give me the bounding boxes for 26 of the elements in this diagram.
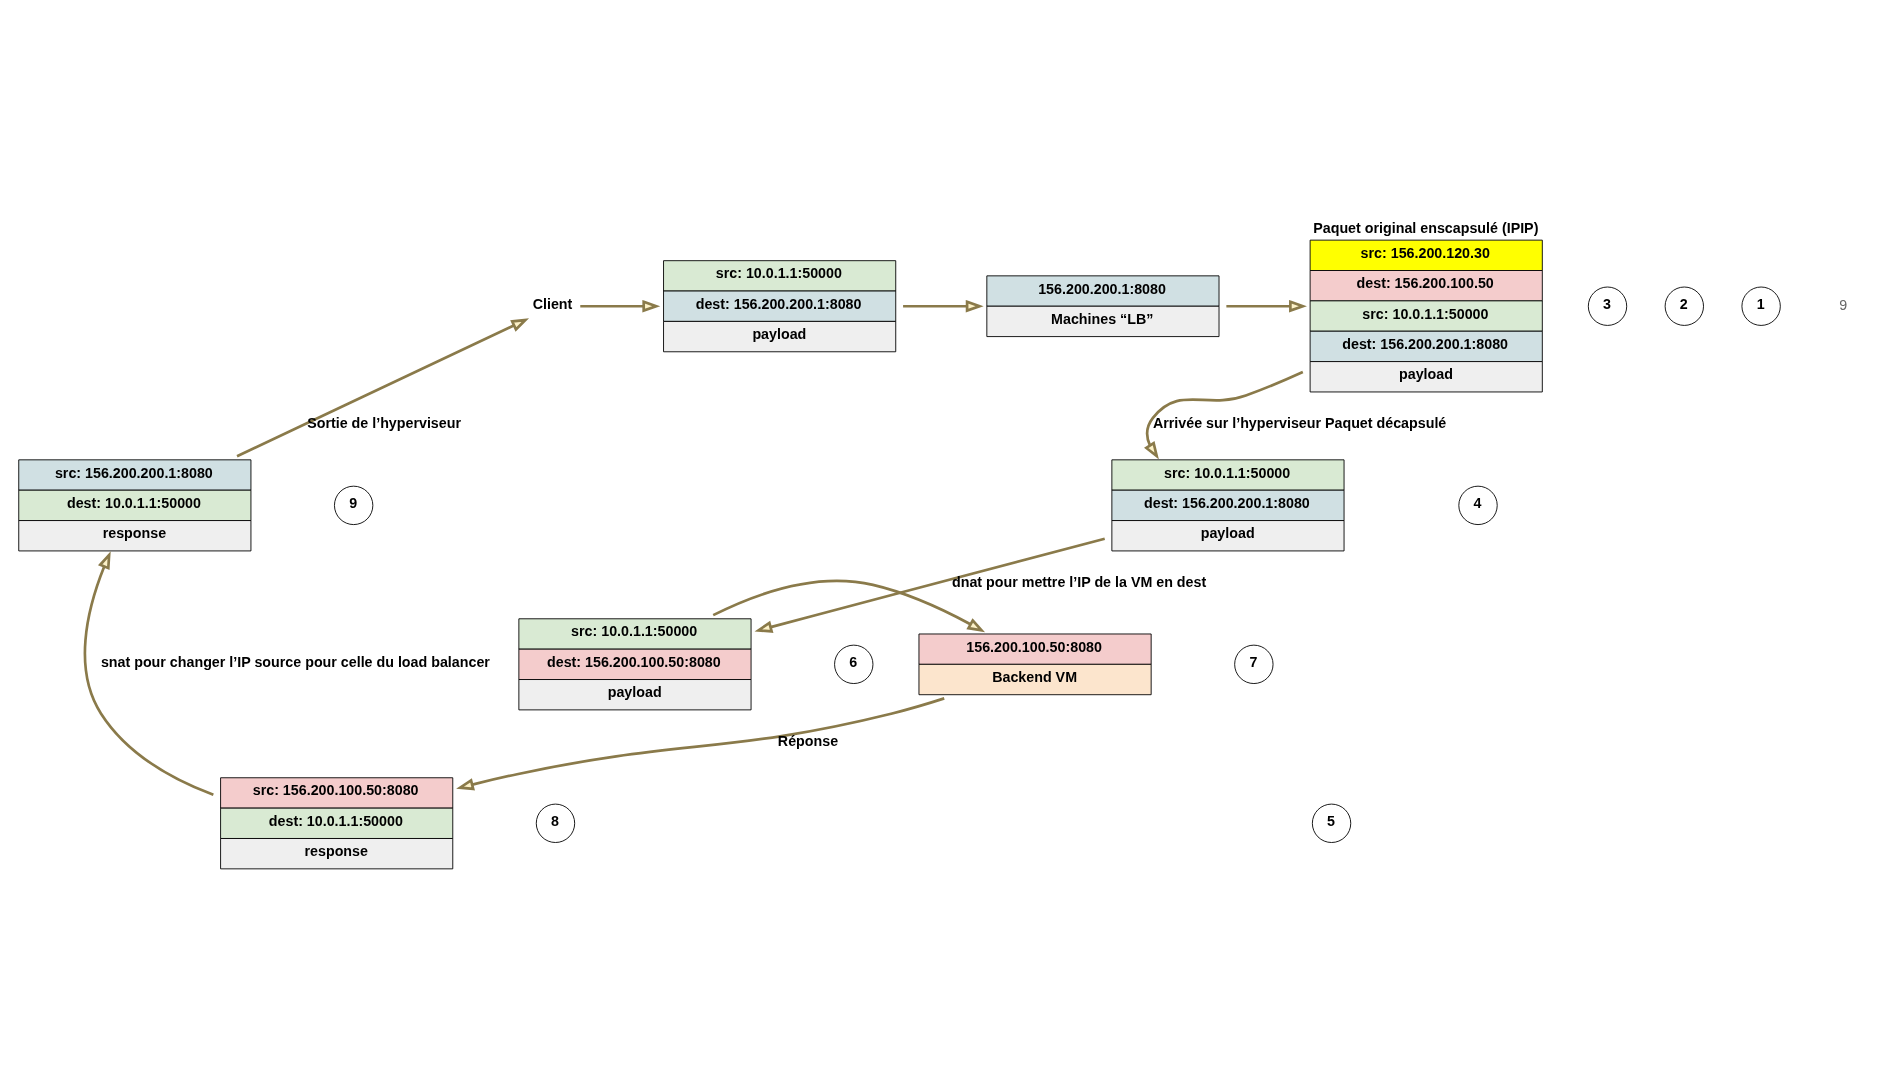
arrow (236, 317, 530, 457)
label: 9 (1839, 296, 1848, 313)
node-label: Paquet original enscapsulé (IPIP) (1313, 219, 1539, 236)
edge-label: Arrivée sur l’hyperviseur Paquet décapsulé (1152, 414, 1447, 431)
arrow (1226, 299, 1307, 312)
arrow (580, 299, 661, 312)
arrow (456, 696, 945, 790)
node-text: Client (532, 295, 573, 312)
edge-label: dnat pour mettre l’IP de la VM en dest (952, 573, 1207, 590)
node-circle: 3 (1587, 286, 1628, 326)
edge-label: snat pour changer l’IP source pour celle du load balancer (100, 653, 490, 670)
node-circle: 9 (334, 485, 374, 525)
arrow (754, 536, 1106, 633)
node-circle: 2 (1664, 286, 1704, 326)
arrow (712, 579, 986, 632)
edge-label: Sortie de l’hyperviseur (307, 414, 462, 431)
node-circle: 1 (1741, 286, 1781, 326)
arrow (903, 299, 984, 312)
node-circle: 4 (1458, 485, 1498, 525)
node-circle: 7 (1234, 644, 1274, 684)
node-circle: 8 (535, 803, 576, 843)
arrow (1144, 370, 1304, 460)
node-circle: 5 (1311, 803, 1352, 843)
arrow (83, 550, 214, 796)
edge-label: Réponse (777, 732, 839, 749)
node-circle: 6 (834, 644, 874, 684)
